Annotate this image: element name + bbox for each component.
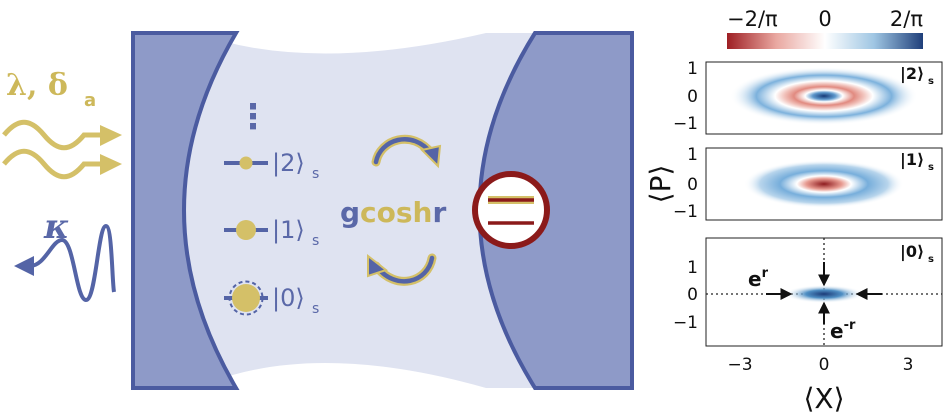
panel-1-ytick-top: 1: [687, 145, 698, 165]
squeeze-er-exp: r: [762, 266, 769, 281]
decay-wave: [29, 223, 116, 303]
panel-2-wigner: [730, 67, 918, 125]
emitter-ring: [472, 171, 550, 249]
panel-2-sub: s: [928, 76, 934, 87]
squeeze-emr-base: e: [830, 319, 844, 343]
colorbar-gradient: [727, 33, 923, 49]
level-1-ket: |1⟩: [272, 216, 305, 244]
panel-1-wigner: [744, 160, 904, 208]
squeeze-emr: e-r: [830, 318, 856, 343]
squeeze-er: er: [748, 266, 769, 291]
left-mirror: [131, 31, 240, 390]
x-axis-label: ⟨X⟩: [803, 382, 844, 415]
colorbar: −2/π 0 2/π: [727, 7, 923, 49]
panel-1-ytick-bot: −1: [673, 202, 698, 222]
squeeze-er-base: e: [748, 267, 762, 291]
colorbar-max-label: 2/π: [890, 7, 923, 31]
coupling-r: r: [432, 196, 446, 229]
level-0-sub: s: [312, 301, 319, 317]
panel-2-ytick-bot: −1: [673, 114, 698, 134]
drive-wave-1-arrowhead: [100, 125, 122, 146]
coupling-cosh: cosh: [360, 196, 432, 229]
coupling-arrow-top-head: [420, 144, 442, 169]
coupling-arrow-top: [373, 137, 435, 165]
emitter: [472, 171, 550, 249]
drive-label-sub: a: [84, 90, 96, 111]
drive-wave-1: [2, 119, 102, 151]
coupling-arrow-bottom-head: [367, 253, 389, 278]
panel-0-sub: s: [928, 254, 934, 265]
level-2-sub: s: [312, 166, 319, 182]
level-1-dot: [236, 220, 256, 240]
wigner-panel-0: |0⟩ s 1 0 −1 er e-r: [673, 237, 943, 347]
levels-ellipsis: ⋮: [236, 97, 270, 137]
panel-0-ytick-bot: −1: [673, 313, 698, 333]
level-1: |1⟩ s: [224, 216, 319, 249]
level-2-dot: [239, 156, 253, 170]
panel-1-ytick-mid: 0: [687, 175, 698, 195]
level-2: |2⟩ s: [224, 149, 319, 182]
colorbar-mid-label: 0: [818, 7, 831, 31]
colorbar-min-label: −2/π: [727, 7, 778, 31]
xtick-3: 3: [903, 355, 914, 375]
coupling-arrow-bottom: [373, 255, 435, 284]
panel-2-ytick-top: 1: [687, 59, 698, 79]
level-2-ket: |2⟩: [272, 149, 305, 177]
wigner-panel-1: |1⟩ s 1 0 −1: [673, 145, 943, 222]
decay-arrowhead: [14, 256, 34, 276]
panel-0-ytick-mid: 0: [687, 285, 698, 305]
xtick-neg3: −3: [727, 355, 752, 375]
level-0: |0⟩ s: [224, 280, 319, 317]
panel-1-label: |1⟩: [900, 150, 924, 170]
drive-wave-2-arrowhead: [100, 154, 122, 175]
panel-2-label: |2⟩: [900, 64, 924, 84]
drive-wave-2: [2, 148, 102, 180]
drive-label: λ, δ a: [6, 68, 96, 111]
level-1-sub: s: [312, 233, 319, 249]
panel-0-wigner: [784, 285, 864, 303]
right-mirror: [477, 31, 634, 390]
panel-2-ytick-mid: 0: [687, 87, 698, 107]
cavity-field: [184, 33, 535, 388]
drive-label-text: λ, δ: [6, 68, 68, 103]
level-0-dashed-ring: [228, 280, 264, 316]
panel-1-sub: s: [928, 162, 934, 173]
panel-0-ytick-top: 1: [687, 258, 698, 278]
level-0-dot: [232, 284, 260, 312]
y-axis-label: ⟨P⟩: [644, 165, 677, 204]
coupling-label: gcoshr: [340, 196, 446, 229]
coupling-g: g: [340, 196, 360, 229]
xtick-0: 0: [819, 355, 830, 375]
wigner-panel-2: |2⟩ s 1 0 −1: [673, 59, 943, 135]
panel-0-label: |0⟩: [900, 242, 924, 262]
squeeze-emr-exp: -r: [844, 318, 856, 333]
coupling-label-text: gcoshr: [340, 196, 446, 229]
level-0-ket: |0⟩: [272, 284, 305, 312]
